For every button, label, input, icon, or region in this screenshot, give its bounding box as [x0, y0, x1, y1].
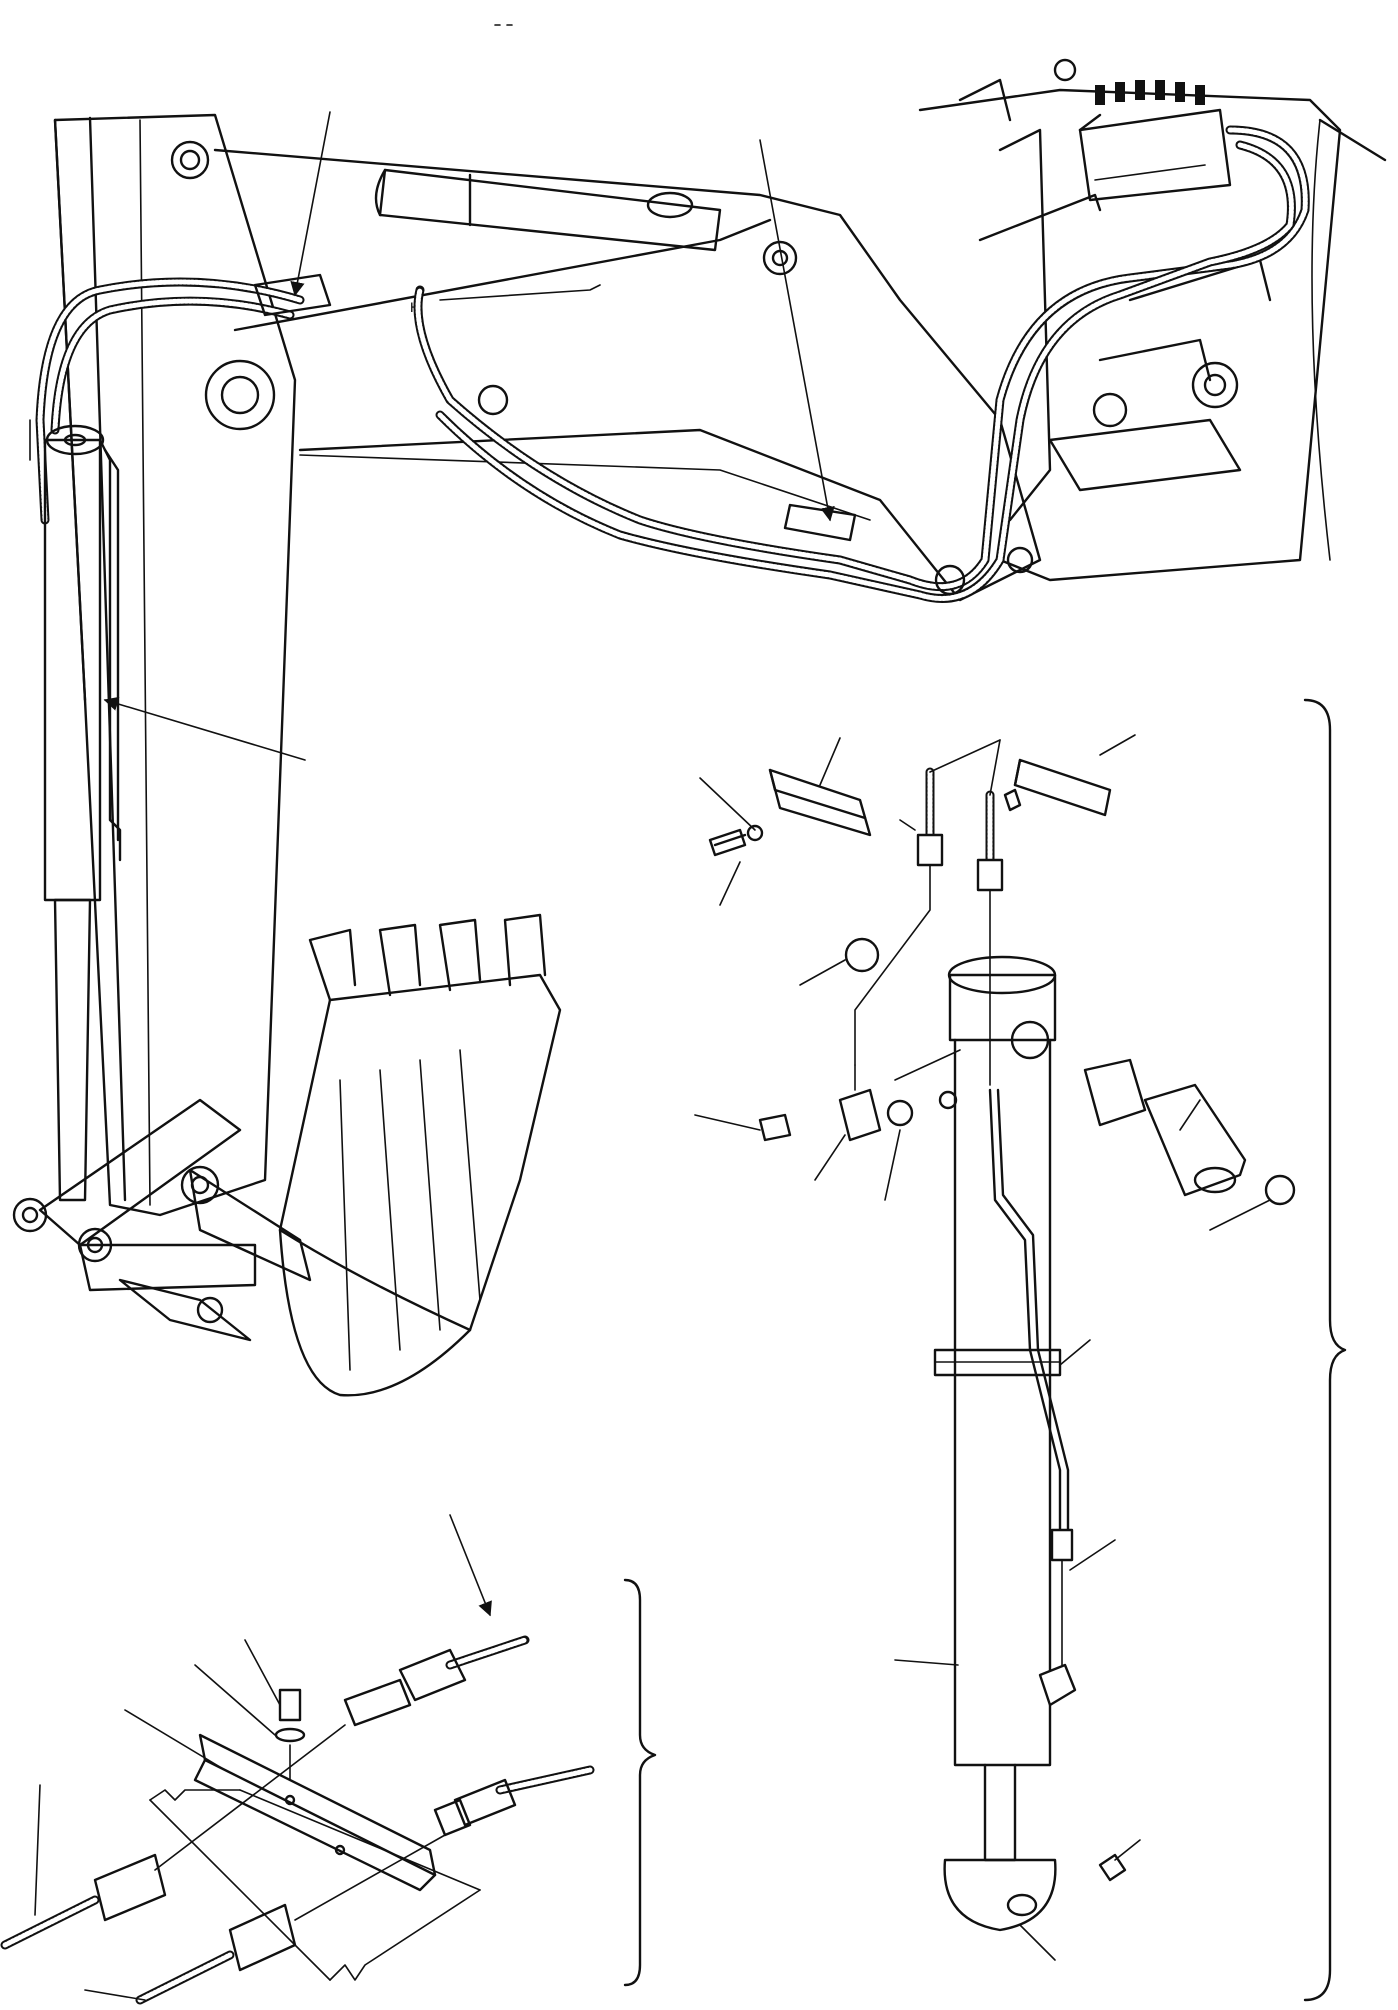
exploded-view-leaders [694, 734, 1271, 1961]
valve-spool-caps [1095, 80, 1205, 105]
right-curly-brace [1303, 698, 1347, 2002]
main-view-leaders [29, 111, 835, 761]
bucket [278, 913, 562, 1397]
bucket-linkage [38, 1098, 312, 1342]
detail-leaders [34, 1514, 492, 2001]
lower-curly-brace [623, 1578, 657, 1987]
detail-break-lines [149, 1789, 481, 1981]
detail-clamp-bar [193, 1733, 437, 1892]
detail-hoses [0, 1635, 595, 2005]
snap-ring-top [844, 937, 880, 973]
arm-cylinder-exploded-view [694, 698, 1347, 2002]
spacer-block [1003, 758, 1112, 817]
swing-frame [918, 58, 1387, 582]
boom-cylinder [374, 168, 722, 252]
main-hose-run [35, 125, 1310, 603]
cylinder-tube-line [988, 1088, 1077, 1707]
cylinder-pin-set [1083, 1058, 1296, 1206]
control-valve [1078, 80, 1232, 202]
boom-arm-overview: H [12, 58, 1387, 1397]
arm-cylinder [12, 424, 122, 1233]
grease-fittings [758, 1064, 1127, 1882]
exploded-hoses [854, 767, 1004, 1086]
clamp-plate [708, 768, 872, 857]
hose-clamp-detail-view [0, 1514, 657, 2005]
